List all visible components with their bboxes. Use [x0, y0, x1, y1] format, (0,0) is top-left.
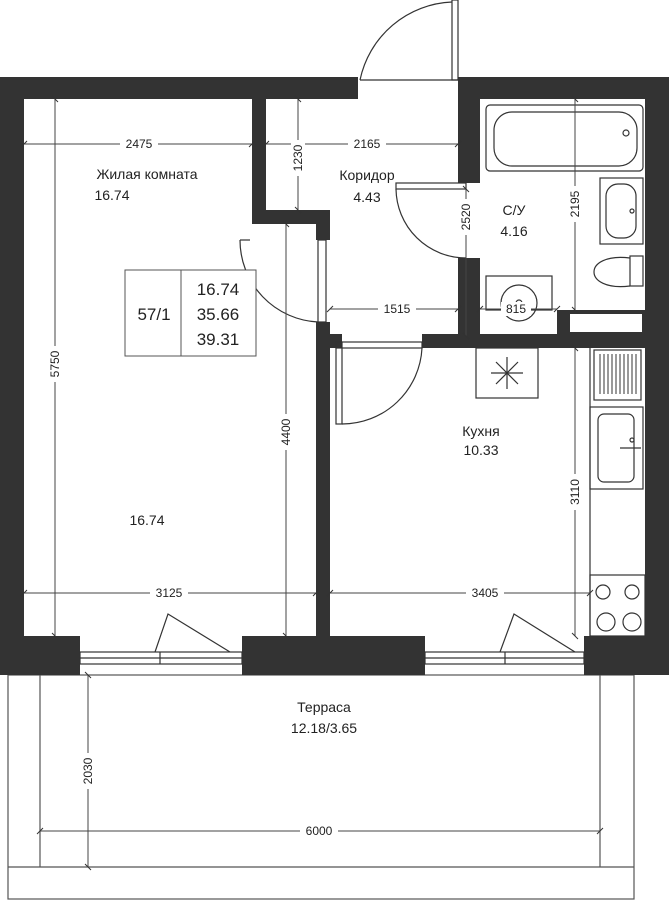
- total-area-value: 35.66: [197, 305, 240, 324]
- bathroom-fixtures: [485, 104, 644, 322]
- doors: [239, 0, 467, 425]
- kitchen-fixtures: [475, 347, 646, 637]
- terrace-name: Терраса: [297, 699, 351, 715]
- dim-terrace-width: 6000: [306, 824, 333, 838]
- dim-living-bottom: 3125: [156, 586, 183, 600]
- dim-corridor-depth: 2520: [459, 203, 473, 230]
- kitchen-name: Кухня: [462, 423, 499, 439]
- dim-living-lower: 4400: [279, 418, 293, 445]
- dim-living-height: 5750: [48, 350, 62, 377]
- dim-corridor-lower: 1515: [384, 302, 411, 316]
- kitchen-area: 10.33: [463, 442, 498, 458]
- living-room-center-area: 16.74: [129, 512, 164, 528]
- apartment-number: 57/1: [137, 305, 170, 324]
- living-room-area: 16.74: [94, 187, 129, 203]
- dim-kitchen-width: 3405: [472, 586, 499, 600]
- dim-living-width: 2475: [126, 137, 153, 151]
- dimension-label-backgrounds: [48, 137, 582, 838]
- bathroom-name: С/У: [503, 202, 526, 218]
- dim-terrace-depth: 2030: [81, 757, 95, 784]
- dim-bath-small: 815: [506, 302, 526, 316]
- windows: [79, 613, 585, 665]
- total-with-terrace-value: 39.31: [197, 330, 240, 349]
- corridor-area: 4.43: [353, 189, 380, 205]
- dim-corridor-upper: 1230: [291, 144, 305, 171]
- bathroom-area: 4.16: [500, 223, 527, 239]
- living-room-name: Жилая комната: [96, 166, 197, 182]
- corridor-name: Коридор: [339, 167, 395, 183]
- terrace-area: 12.18/3.65: [291, 720, 357, 736]
- dim-corridor-width: 2165: [354, 137, 381, 151]
- area-summary-box: 57/1 16.74 35.66 39.31: [124, 269, 257, 357]
- dim-kitchen-height: 3110: [568, 479, 582, 505]
- dim-bath-depth: 2195: [568, 190, 582, 217]
- living-area-value: 16.74: [197, 280, 240, 299]
